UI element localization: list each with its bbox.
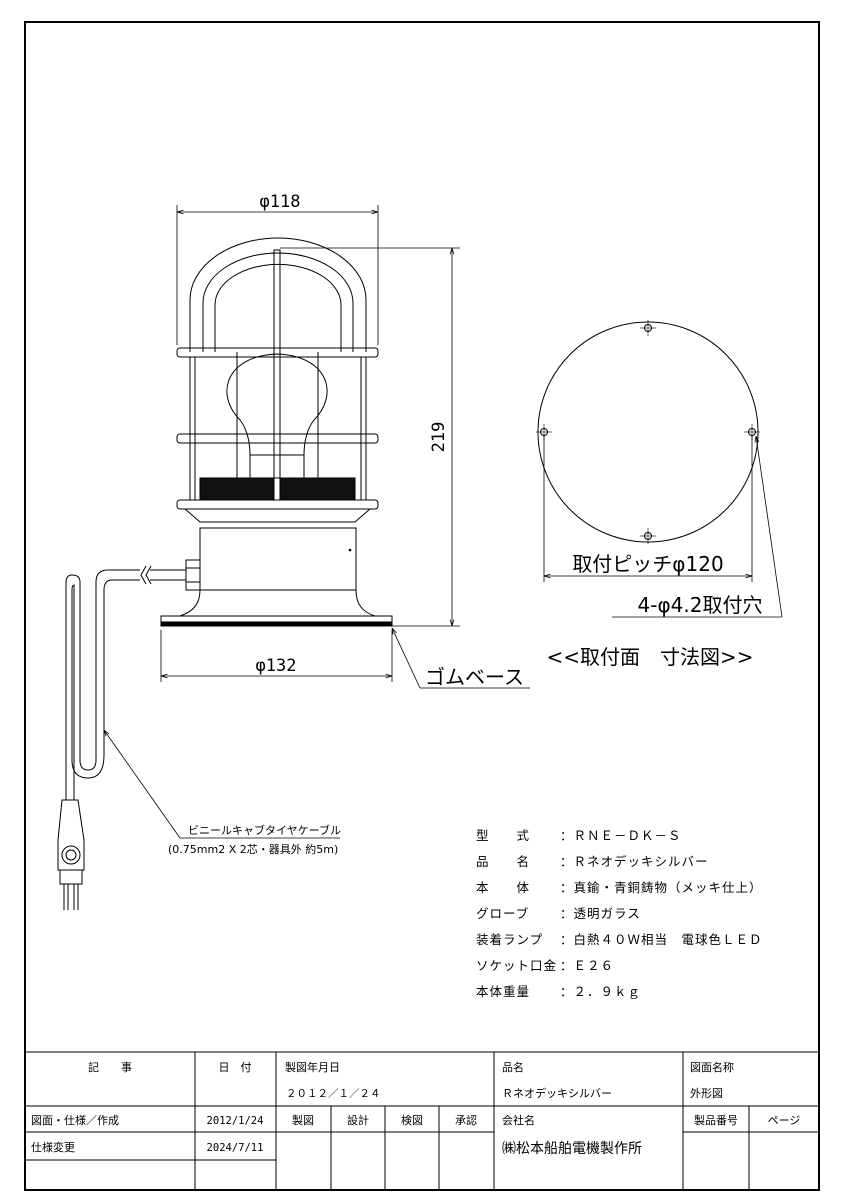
lamp-figure	[160, 237, 393, 627]
spec-label: 装着ランプ	[476, 932, 543, 947]
spec-value: ：ＲＮＥ－ＤＫ－Ｓ	[560, 828, 682, 843]
view-title: <<取付面 寸法図>>	[546, 645, 753, 669]
tb-product: Ｒネオデッキシルバー	[502, 1086, 612, 1100]
tb-header-notes: 記 事	[88, 1060, 132, 1074]
dim-height-label: 219	[429, 422, 449, 453]
mount-hole	[640, 528, 656, 544]
spec-label: 型 式	[476, 828, 530, 843]
dim-base-width-label: φ132	[256, 656, 297, 676]
spec-label: 本 体	[476, 880, 530, 895]
tb-header-product: 品名	[502, 1060, 524, 1074]
power-cable	[57, 565, 186, 910]
spec-value: ：２．９ｋｇ	[560, 984, 641, 999]
pitch-label: 取付ピッチφ120	[572, 552, 723, 576]
mounting-view	[536, 320, 783, 618]
dim-top-width	[176, 205, 379, 345]
tb-row2-note: 仕様変更	[31, 1140, 75, 1154]
spec-label: 品 名	[476, 854, 530, 869]
tb-header-checker: 検図	[401, 1113, 423, 1127]
tb-header-date: 日 付	[219, 1061, 252, 1074]
tb-row1-note: 図面・仕様／作成	[31, 1113, 119, 1127]
spec-value: ：Ｅ２６	[560, 958, 614, 973]
spec-label: ソケット口金	[476, 958, 557, 973]
rubber-base-leader	[392, 628, 530, 689]
spec-value: ：透明ガラス	[560, 906, 641, 921]
holes-label: 4-φ4.2取付穴	[638, 593, 763, 617]
tb-header-product-number: 製品番号	[694, 1113, 738, 1127]
tb-header-company: 会社名	[502, 1113, 535, 1127]
spec-label: グローブ	[476, 906, 529, 921]
dim-height	[280, 247, 460, 627]
tb-row2-date: 2024/7/11	[207, 1142, 264, 1154]
tb-header-designer: 設計	[347, 1113, 369, 1127]
mount-hole	[640, 320, 656, 336]
tb-header-draw-date: 製図年月日	[285, 1060, 340, 1074]
cable-leader	[104, 730, 340, 839]
spec-value: ：Ｒネオデッキシルバー	[560, 854, 709, 869]
tb-header-drafter: 製図	[292, 1113, 314, 1127]
drawing-border	[24, 21, 820, 1191]
dim-top-width-label: φ118	[260, 192, 301, 212]
tb-header-approver: 承認	[455, 1113, 477, 1127]
tb-drawing-name: 外形図	[690, 1087, 723, 1100]
cable-name: ビニールキャブタイヤケーブル	[188, 823, 341, 837]
tb-header-page: ページ	[768, 1114, 801, 1127]
dim-base-width	[160, 630, 393, 682]
tb-draw-date: ２０１２／１／２４	[286, 1088, 381, 1100]
spec-value: ：真鍮・青銅鋳物（メッキ仕上）	[560, 880, 763, 895]
cable-spec: (0.75mm2 X 2芯・器具外 約5m)	[168, 842, 338, 856]
tb-row1-date: 2012/1/24	[207, 1115, 264, 1127]
tb-header-drawing-name: 図面名称	[690, 1060, 734, 1074]
tb-company: ㈱松本船舶電機製作所	[502, 1141, 642, 1157]
spec-label: 本体重量	[476, 984, 530, 999]
title-block	[25, 1051, 819, 1190]
spec-list: 型 式 ：ＲＮＥ－ＤＫ－Ｓ 品 名 ：Ｒネオデッキシルバー 本 体 ：真鍮・青銅…	[476, 828, 763, 999]
rubber-base-label: ゴムベース	[425, 665, 524, 689]
spec-value: ：白熱４０Ｗ相当 電球色ＬＥＤ	[560, 932, 763, 947]
